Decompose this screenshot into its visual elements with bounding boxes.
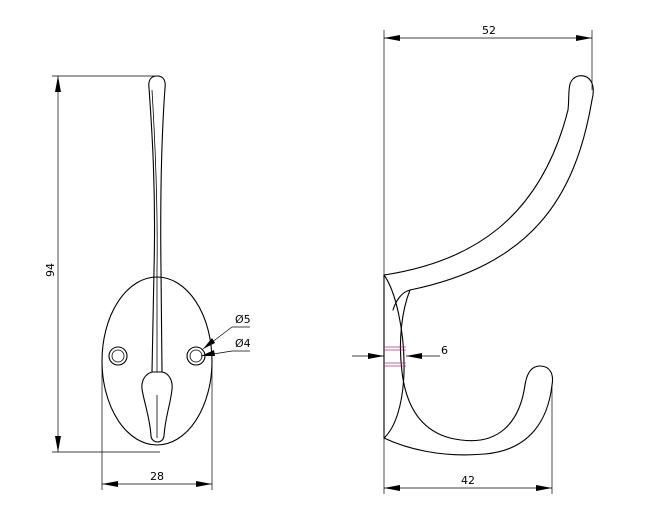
- dimension-width: 28: [101, 365, 213, 490]
- dimension-total-depth-label: 52: [482, 24, 496, 37]
- hook-upper-arm-side: [383, 75, 594, 311]
- dimension-lower-depth: 42: [383, 385, 553, 494]
- dimension-height: 94: [44, 75, 160, 453]
- dimension-thickness: 6: [352, 344, 448, 359]
- hole-inner-leader: Ø4: [200, 337, 251, 357]
- hole-outer-label: Ø5: [235, 313, 251, 326]
- hole-inner-label: Ø4: [235, 337, 251, 350]
- thickness-marker: [384, 346, 406, 367]
- hole-outer-leader: Ø5: [202, 313, 251, 350]
- hook-lower-tip-front: [141, 371, 173, 443]
- front-view: 94 28 Ø5 Ø4: [44, 75, 251, 490]
- dimension-lower-depth-label: 42: [461, 474, 475, 487]
- dimension-height-label: 94: [44, 263, 57, 277]
- dimension-thickness-label: 6: [441, 344, 448, 357]
- left-mounting-hole: [108, 346, 128, 366]
- dimension-total-depth: 52: [383, 24, 593, 275]
- side-view: 6 52 42: [352, 24, 594, 494]
- dimension-width-label: 28: [150, 470, 164, 483]
